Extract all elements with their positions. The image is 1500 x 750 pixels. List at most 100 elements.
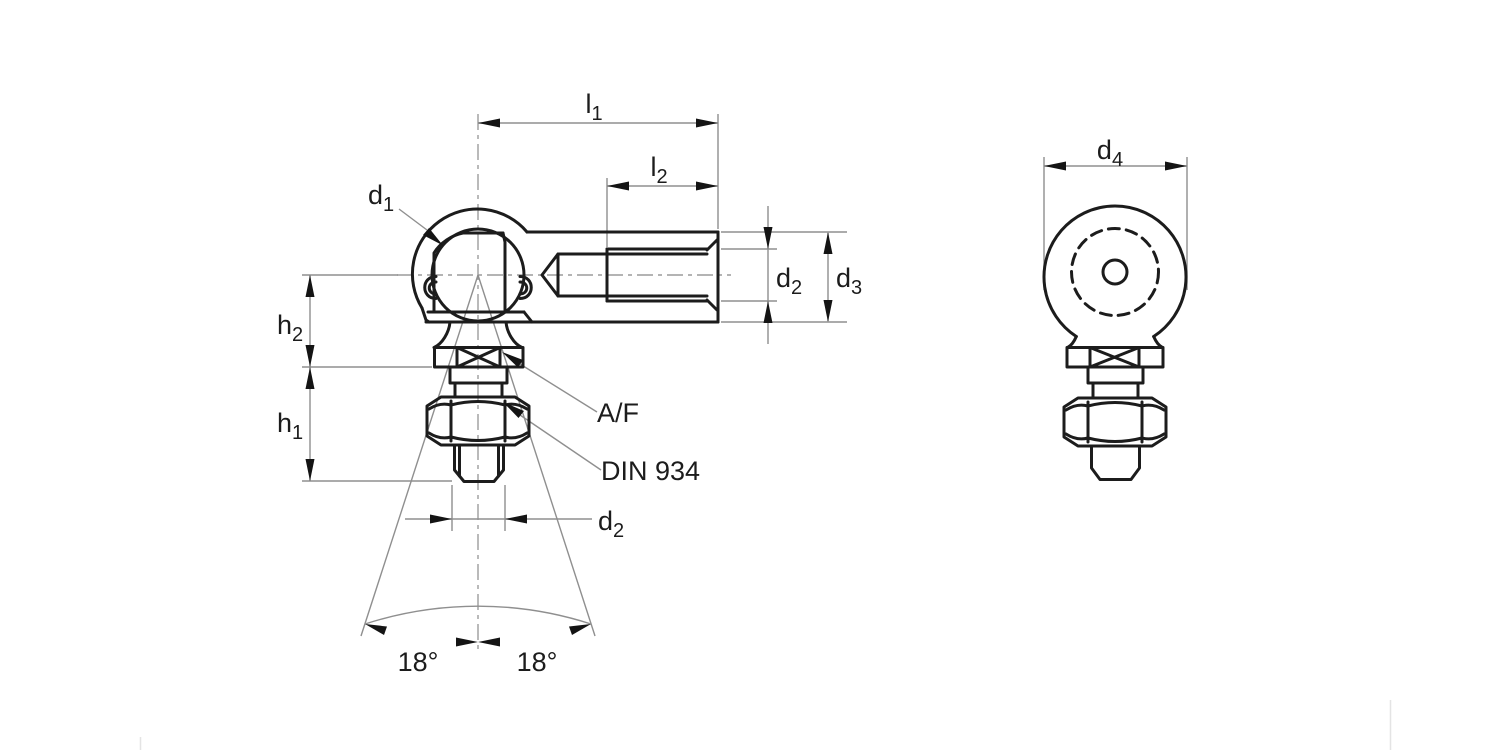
label-l2-sub: 2	[656, 166, 667, 188]
leader-din	[519, 414, 602, 471]
side-view	[1042, 204, 1188, 481]
angle-arc	[364, 605, 592, 625]
nut-side-arc-br	[503, 431, 529, 440]
arrow-l1-left	[478, 118, 500, 128]
stud-collar-side	[1086, 365, 1145, 400]
thread-chamfer-top	[705, 238, 719, 252]
housing-neck-right	[1152, 335, 1164, 349]
centerlines	[397, 114, 731, 650]
collar-neck	[453, 381, 504, 399]
arrow-h2-top	[305, 275, 315, 297]
label-d2-stud-main: d	[598, 506, 613, 536]
nut-side-arc-tr-side	[1140, 403, 1166, 412]
arrow-d4-left	[1044, 161, 1066, 171]
label-d2-bore-sub: 2	[791, 277, 802, 299]
arrow-d2-stud-right	[505, 514, 527, 524]
dimension-labels: l1 l2 d1 d2 d3 d2 h2 h1 A/F DIN 934 18° …	[277, 89, 1123, 677]
label-angle-right: 18°	[517, 647, 558, 677]
arrow-l1-right	[696, 118, 718, 128]
nut-chamfer-arc-top-side	[1086, 401, 1144, 408]
label-d1: d1	[368, 180, 394, 216]
label-d3-sub: 3	[851, 277, 862, 299]
spring-washer	[433, 346, 525, 369]
cone-line-left	[360, 274, 479, 637]
nut-side-arc-tl	[427, 402, 453, 411]
label-l2-main: l	[650, 152, 656, 182]
label-h2-sub: 2	[292, 324, 303, 346]
nut-side-arc-bl	[427, 431, 453, 440]
arrow-h1-top	[305, 367, 315, 389]
label-d1-sub: 1	[383, 194, 394, 216]
arrow-leader-af	[502, 352, 523, 368]
arrow-arc-right-end	[569, 624, 591, 635]
neck-bell-right	[504, 320, 524, 349]
nut-side-arc-br-side	[1140, 432, 1166, 441]
threaded-eye-arm	[424, 230, 720, 324]
label-d3-main: d	[836, 263, 851, 293]
label-l1-sub: 1	[591, 103, 602, 125]
label-h1-main: h	[277, 408, 292, 438]
label-d4: d4	[1097, 135, 1123, 171]
label-d2-stud: d2	[598, 506, 624, 542]
washer-body	[433, 346, 525, 369]
nut-side-arc-bl-side	[1064, 432, 1090, 441]
collar-disc	[448, 365, 509, 385]
front-view	[410, 207, 720, 483]
page-edge-artifacts	[139, 700, 1392, 750]
arrow-d3-bottom	[823, 300, 833, 322]
housing-outline	[1042, 204, 1188, 338]
flange-left-edge	[420, 306, 431, 324]
arrow-d4-right	[1165, 161, 1187, 171]
arrow-d3-top	[823, 232, 833, 254]
label-d2-stud-sub: 2	[613, 520, 624, 542]
label-d1-main: d	[368, 180, 383, 210]
arrow-leader-d1	[423, 228, 443, 246]
hidden-ball-circle	[1070, 227, 1160, 317]
arrow-arc-center-right	[478, 637, 500, 647]
leader-d1	[398, 208, 428, 231]
label-h2: h2	[277, 310, 303, 346]
arrow-d2-bore-bottom	[763, 301, 773, 323]
neck-bell-left	[432, 320, 452, 349]
label-h1-sub: 1	[292, 422, 303, 444]
label-d2-bore-main: d	[776, 263, 791, 293]
hex-nut-side	[1062, 396, 1168, 448]
arrow-leader-din	[503, 402, 524, 418]
drill-cone	[540, 252, 560, 298]
arrow-l2-left	[607, 181, 629, 191]
nut-chamfer-arc-bottom-side	[1086, 436, 1144, 443]
leader-af	[519, 363, 598, 413]
label-h1: h1	[277, 408, 303, 444]
arrow-h2-bottom	[305, 345, 315, 367]
arrow-h1-bottom	[305, 459, 315, 481]
washer-body-side	[1065, 346, 1165, 369]
collar-disc-side	[1086, 365, 1145, 385]
spring-washer-side	[1065, 346, 1165, 369]
nut-chamfer-arc-top	[449, 400, 507, 407]
arrow-arc-center-left	[456, 637, 478, 647]
nut-outline	[425, 395, 531, 447]
housing-outer-arc	[410, 207, 529, 310]
label-d4-main: d	[1097, 135, 1112, 165]
arrowheads	[305, 118, 1187, 647]
socket-rim-right	[501, 231, 507, 314]
label-l1-main: l	[585, 89, 591, 119]
arrow-d2-bore-top	[763, 227, 773, 249]
cone-line-right	[477, 274, 596, 637]
label-l1: l1	[585, 89, 602, 125]
label-af: A/F	[597, 398, 639, 428]
nut-side-arc-tl-side	[1064, 403, 1090, 412]
housing-neck-left	[1066, 335, 1078, 349]
stud-outline	[453, 443, 505, 483]
nut-outline-side	[1062, 396, 1168, 448]
stud-collar	[448, 365, 509, 399]
threaded-stud-side	[1090, 444, 1141, 481]
label-angle-left: 18°	[398, 647, 439, 677]
washer-cross-2	[455, 346, 502, 369]
dimension-lines	[302, 114, 1188, 637]
arrow-l2-right	[696, 181, 718, 191]
collar-neck-side	[1091, 381, 1140, 400]
label-d4-sub: 4	[1112, 149, 1123, 171]
